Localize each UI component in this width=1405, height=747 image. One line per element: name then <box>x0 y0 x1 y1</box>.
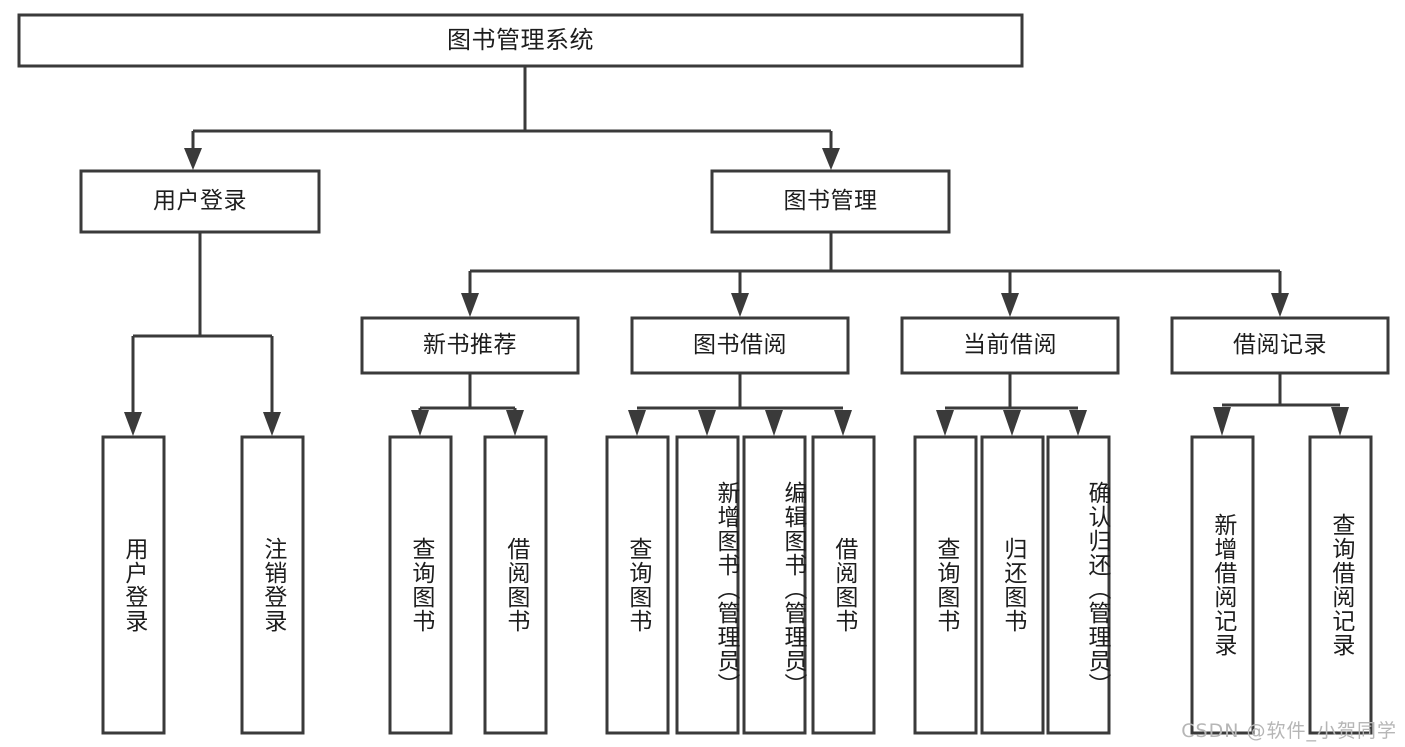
node-book-manage-box[interactable] <box>710 169 951 234</box>
leaf-box-query-book-nbr[interactable] <box>388 435 453 735</box>
node-new-book-rec-box[interactable] <box>360 316 580 375</box>
arrowhead-new-book-rec <box>461 293 479 317</box>
arrowhead-book-borrow <box>731 293 749 317</box>
arrowhead-cb-child-3 <box>1069 410 1087 436</box>
arrowhead-bb-child-2 <box>698 410 716 436</box>
arrowhead-to-user-login <box>184 148 202 170</box>
leaf-box-query-book-bb[interactable] <box>605 435 670 735</box>
leaf-box-add-book-admin[interactable] <box>675 435 740 735</box>
arrowhead-nbr-child-1 <box>411 410 429 436</box>
leaf-box-logout[interactable] <box>240 435 305 735</box>
node-current-borrow-box[interactable] <box>900 316 1120 375</box>
leaf-box-borrow-book-nbr[interactable] <box>483 435 548 735</box>
arrowhead-borrow-record <box>1271 293 1289 317</box>
arrowhead-cb-child-2 <box>1003 410 1021 436</box>
arrowhead-to-book-manage <box>822 148 840 170</box>
arrowhead-bb-child-3 <box>765 410 783 436</box>
arrowhead-br-child-1 <box>1213 407 1231 436</box>
leaf-box-query-book-cb[interactable] <box>913 435 978 735</box>
leaf-box-borrow-book-bb[interactable] <box>811 435 876 735</box>
arrowhead-leaf-user-login <box>124 412 142 436</box>
arrowhead-current-borrow <box>1001 293 1019 317</box>
leaf-box-edit-book-admin[interactable] <box>742 435 807 735</box>
arrowhead-nbr-child-2 <box>506 410 524 436</box>
arrowhead-bb-child-4 <box>834 410 852 436</box>
node-borrow-record-box[interactable] <box>1170 316 1390 375</box>
arrowhead-cb-child-1 <box>936 410 954 436</box>
arrowhead-br-child-2 <box>1331 407 1349 436</box>
leaf-box-user-login[interactable] <box>101 435 166 735</box>
leaf-box-confirm-return-admin[interactable] <box>1046 435 1111 735</box>
arrowhead-bb-child-1 <box>628 410 646 436</box>
node-book-borrow-box[interactable] <box>630 316 850 375</box>
leaf-box-return-book[interactable] <box>980 435 1045 735</box>
leaf-box-add-borrow-record[interactable] <box>1190 435 1255 735</box>
arrowhead-leaf-logout <box>263 412 281 436</box>
node-user-login-box[interactable] <box>79 169 321 234</box>
leaf-box-query-borrow-record[interactable] <box>1308 435 1373 735</box>
node-root-box[interactable] <box>17 13 1024 68</box>
watermark-label: CSDN @软件_小贺同学 <box>1181 720 1397 742</box>
